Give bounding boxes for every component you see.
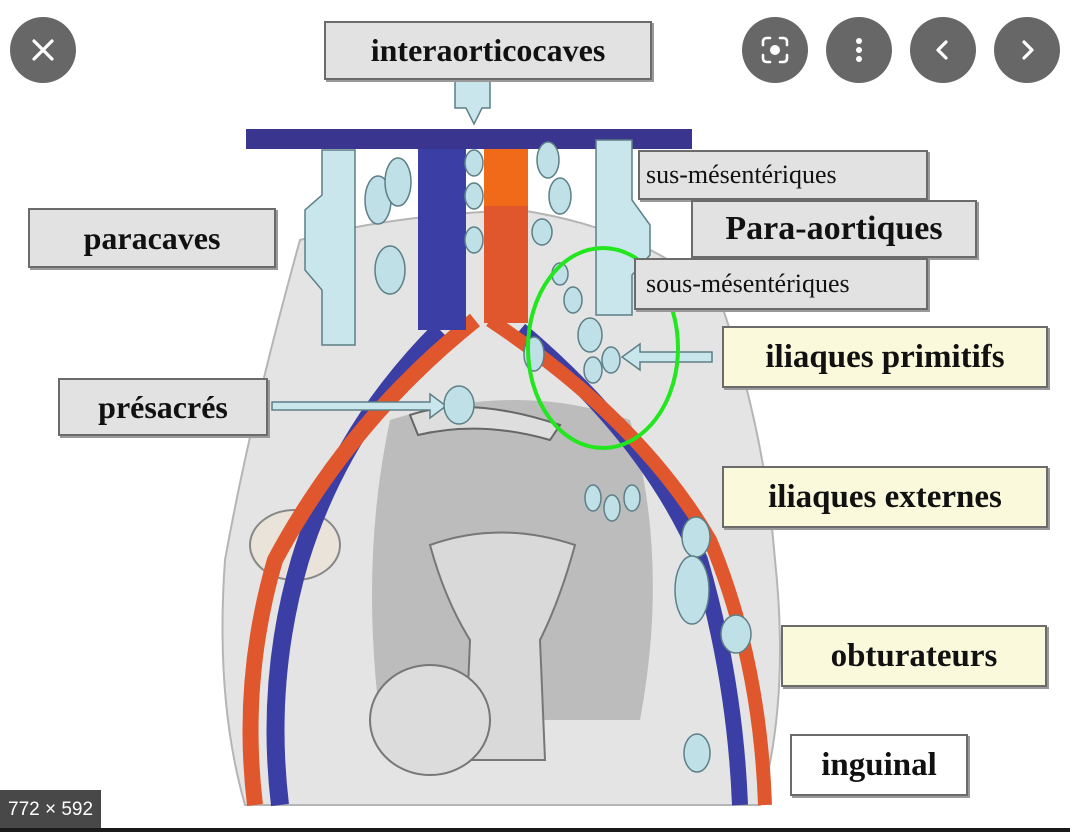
image-dimensions-badge: 772 × 592	[0, 790, 102, 830]
highlight-circle	[526, 246, 680, 450]
renal-vein-bar	[246, 129, 692, 149]
more-options-button[interactable]	[826, 17, 892, 83]
vena-cava	[418, 140, 466, 330]
left-iliac-artery	[242, 313, 480, 806]
paracaves-bracket	[304, 149, 356, 346]
interaorticocaves-pointer	[454, 79, 491, 126]
label-iliaques-primitifs: iliaques primitifs	[722, 326, 1048, 388]
label-inguinal: inguinal	[790, 734, 968, 796]
more-vert-icon	[856, 38, 862, 62]
close-icon	[32, 39, 54, 61]
para-aortiques-bracket	[595, 139, 651, 316]
label-interaorticocaves: interaorticocaves	[324, 21, 652, 80]
label-sous-mesenteriques: sous-mésentériques	[634, 258, 928, 310]
label-presacres: présacrés	[58, 378, 268, 436]
label-obturateurs: obturateurs	[781, 625, 1047, 687]
presacres-arrow	[271, 392, 448, 420]
chevron-right-icon	[1022, 40, 1034, 60]
previous-image-button[interactable]	[910, 17, 976, 83]
next-image-button[interactable]	[994, 17, 1060, 83]
uterus	[428, 531, 577, 761]
google-lens-icon	[761, 36, 789, 64]
iliaques-primitifs-arrow	[620, 342, 713, 372]
lymph-nodes	[364, 141, 752, 773]
bladder	[369, 664, 491, 776]
viewer-bottom-edge	[0, 828, 1070, 832]
google-lens-button[interactable]	[742, 17, 808, 83]
close-button[interactable]	[10, 17, 76, 83]
label-sus-mesenteriques: sus-mésentériques	[638, 150, 928, 200]
chevron-left-icon	[936, 40, 948, 60]
aorta-highlight	[484, 148, 528, 206]
label-paracaves: paracaves	[28, 208, 276, 268]
label-iliaques-externes: iliaques externes	[722, 466, 1048, 528]
label-para-aortiques: Para-aortiques	[691, 200, 977, 258]
